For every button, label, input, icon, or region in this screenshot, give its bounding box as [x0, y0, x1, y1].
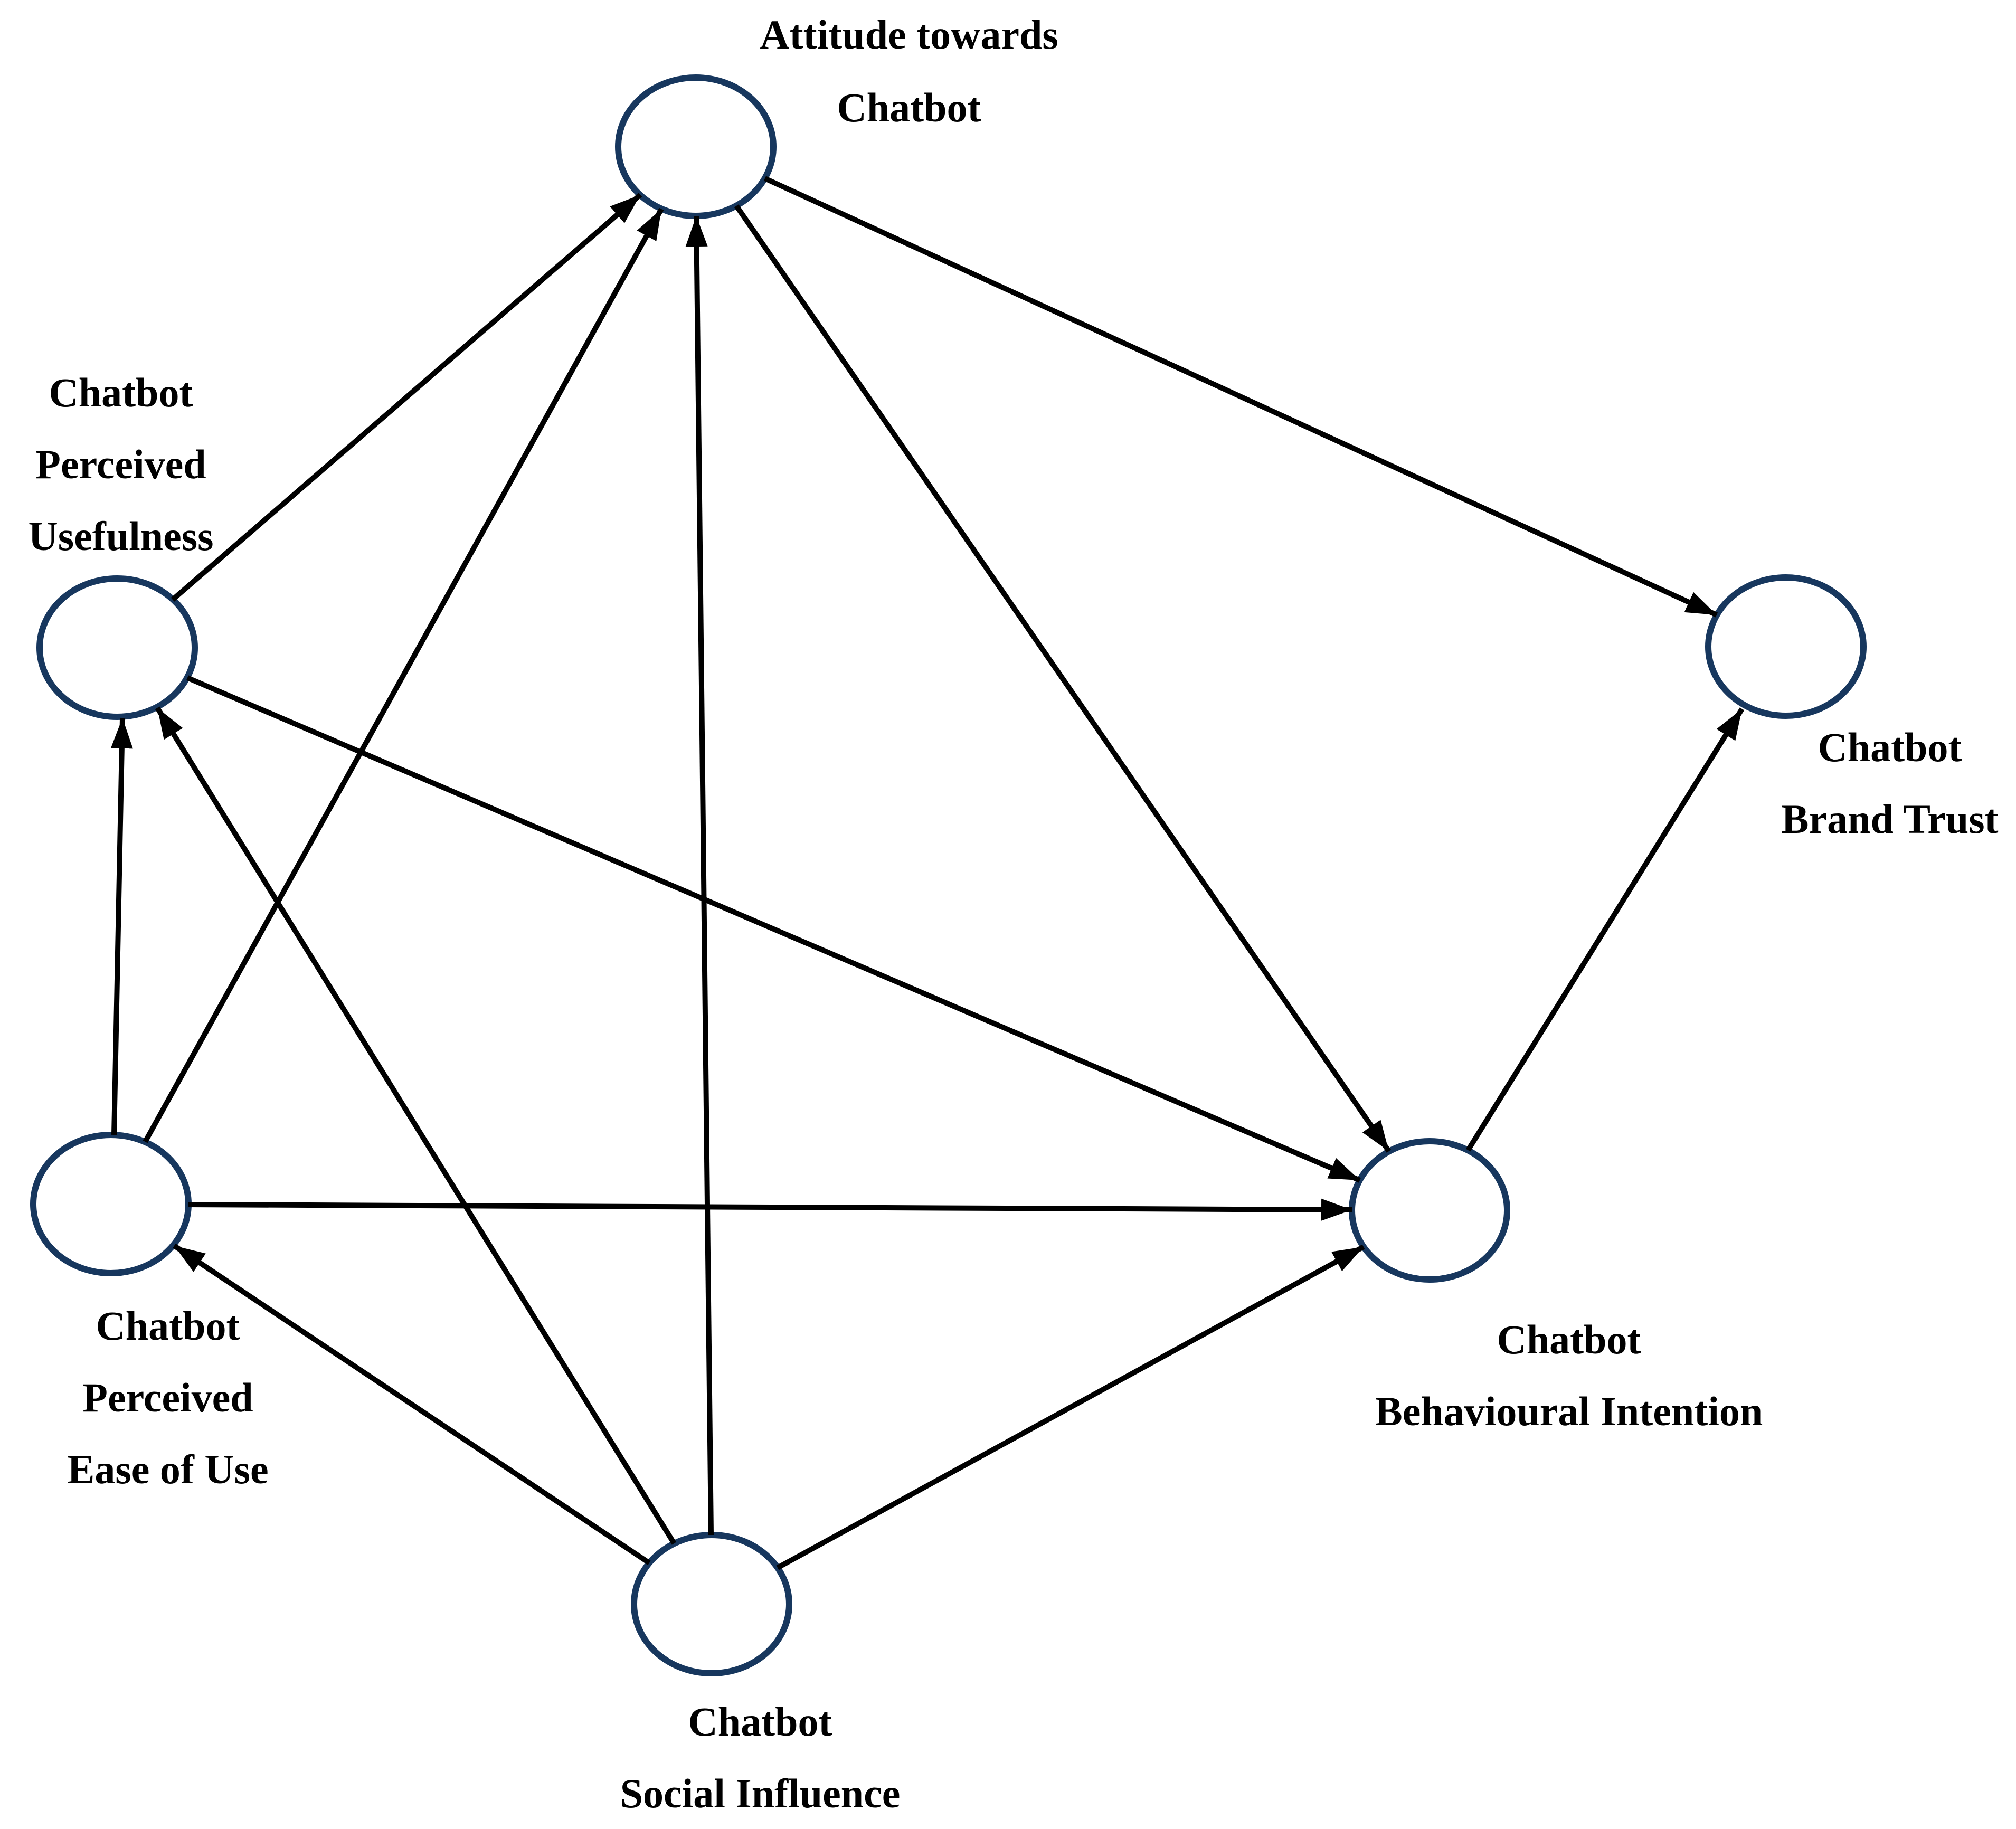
edge-attitude-towards-chatbot-to-chatbot-brand-trust	[763, 176, 1718, 618]
edge-chatbot-social-influence-to-chatbot-behavioural-intention	[776, 1244, 1365, 1570]
edge-chatbot-social-influence-to-chatbot-perceived-usefulness	[155, 706, 677, 1545]
node-ellipse-chatbot-perceived-ease-of-use	[30, 1132, 192, 1276]
node-label-chatbot-perceived-ease-of-use-line-3: Ease of Use	[67, 1446, 268, 1492]
edge-attitude-towards-chatbot-to-chatbot-behavioural-intention	[734, 204, 1392, 1153]
node-label-attitude-towards-chatbot-line-2: Chatbot	[837, 84, 981, 130]
edge-chatbot-perceived-usefulness-to-attitude-towards-chatbot	[171, 193, 642, 602]
edge-chatbot-perceived-ease-of-use-to-chatbot-behavioural-intention	[188, 1198, 1352, 1221]
edge-chatbot-perceived-usefulness-to-chatbot-behavioural-intention	[186, 675, 1361, 1183]
node-ellipse-chatbot-perceived-usefulness	[36, 575, 198, 720]
node-label-chatbot-perceived-usefulness-line-3: Usefulness	[28, 513, 213, 559]
edge-chatbot-perceived-ease-of-use-to-attitude-towards-chatbot	[143, 207, 664, 1143]
node-label-chatbot-behavioural-intention-line-2: Behavioural Intention	[1375, 1388, 1763, 1434]
node-label-chatbot-behavioural-intention-line-1: Chatbot	[1497, 1316, 1641, 1362]
node-label-chatbot-perceived-usefulness-line-2: Perceived	[35, 441, 206, 487]
node-label-chatbot-brand-trust-line-1: Chatbot	[1818, 724, 1962, 770]
node-ellipse-chatbot-behavioural-intention	[1349, 1138, 1510, 1283]
node-label-chatbot-brand-trust-line-2: Brand Trust	[1781, 796, 1998, 842]
node-label-chatbot-perceived-ease-of-use-line-2: Perceived	[82, 1375, 253, 1420]
node-label-chatbot-perceived-ease-of-use-line-1: Chatbot	[96, 1303, 240, 1349]
node-label-chatbot-perceived-usefulness-line-1: Chatbot	[49, 369, 193, 415]
node-label-attitude-towards-chatbot-line-1: Attitude towards	[760, 12, 1058, 58]
edge-chatbot-behavioural-intention-to-chatbot-brand-trust	[1465, 707, 1745, 1152]
node-label-chatbot-social-influence-line-1: Chatbot	[688, 1699, 832, 1745]
node-label-chatbot-social-influence-line-2: Social Influence	[620, 1770, 901, 1816]
node-ellipse-attitude-towards-chatbot	[615, 74, 777, 219]
edge-chatbot-perceived-ease-of-use-to-chatbot-perceived-usefulness	[110, 717, 133, 1135]
edge-chatbot-social-influence-to-chatbot-perceived-ease-of-use	[173, 1243, 651, 1566]
node-ellipse-chatbot-social-influence	[631, 1532, 792, 1676]
node-ellipse-chatbot-brand-trust	[1705, 574, 1867, 719]
edge-chatbot-social-influence-to-attitude-towards-chatbot	[685, 215, 714, 1536]
